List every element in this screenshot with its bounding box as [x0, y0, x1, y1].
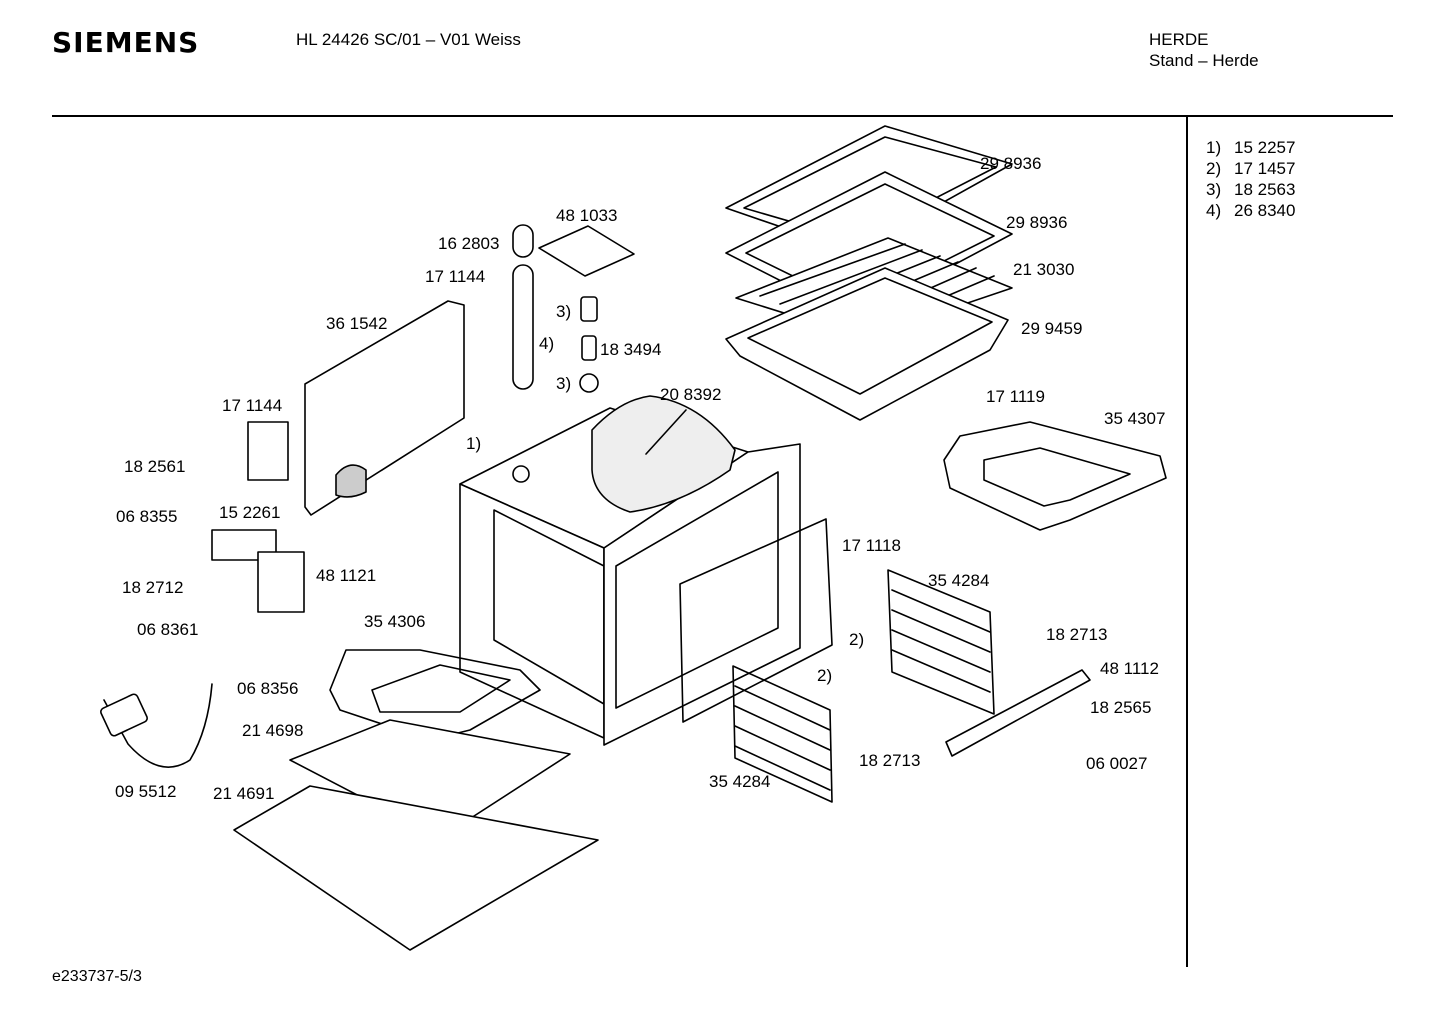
tube-part [512, 224, 534, 390]
part-label: 06 8361 [137, 620, 199, 639]
part-label: 06 8355 [116, 507, 178, 526]
part-ref-label: 2) [849, 630, 865, 649]
brand-logo: SIEMENS [52, 26, 200, 59]
mounting-bracket [257, 551, 305, 613]
part-label: 18 2713 [859, 751, 921, 770]
part-label: 06 0027 [1086, 754, 1148, 773]
legend: 1)15 2257 2)17 1457 3)18 2563 4)26 8340 [1206, 137, 1295, 221]
base-plate [233, 785, 599, 951]
part-label: 18 2561 [124, 457, 186, 476]
part-label: 48 1033 [556, 206, 618, 225]
category-title: HERDE [1149, 30, 1209, 49]
part-label: 17 1118 [842, 536, 901, 555]
part-label: 15 2261 [219, 503, 281, 522]
model-title: HL 24426 SC/01 – V01 Weiss [296, 30, 521, 49]
part-label: 17 1119 [986, 387, 1045, 406]
door-seal [679, 518, 833, 723]
part-label: 18 2712 [122, 578, 184, 597]
part-label: 29 9459 [1021, 319, 1083, 338]
part-label: 29 8936 [1006, 213, 1068, 232]
top-heating-element [943, 421, 1167, 531]
document-id: e233737-5/3 [52, 968, 142, 985]
part-label: 35 4306 [364, 612, 426, 631]
side-rack-left [732, 665, 833, 803]
front-rail [945, 669, 1091, 757]
part-ref-label: 1) [466, 434, 482, 453]
oven-cavity [459, 395, 801, 746]
part-label: 20 8392 [660, 385, 722, 404]
subcategory-title: Stand – Herde [1149, 51, 1259, 70]
part-label: 35 4307 [1104, 409, 1166, 428]
legend-divider [1186, 117, 1188, 967]
plug [100, 693, 148, 737]
power-cord [103, 683, 213, 768]
bottom-heating-element [329, 649, 541, 741]
part-label: 48 1121 [316, 566, 377, 585]
part-label: 29 8936 [980, 154, 1042, 173]
part-label: 18 3494 [600, 340, 662, 359]
part-label: 35 4284 [709, 772, 771, 791]
legend-item: 2)17 1457 [1206, 159, 1296, 178]
part-label: 06 8356 [237, 679, 299, 698]
part-label: 21 3030 [1013, 260, 1075, 279]
legend-item: 3)18 2563 [1206, 180, 1296, 199]
side-rack-right [887, 569, 995, 715]
part-label: 18 2565 [1090, 698, 1152, 717]
part-label: 17 1144 [222, 396, 283, 415]
leader-line [645, 409, 687, 455]
part-ref-label: 4) [539, 334, 555, 353]
part-label: 16 2803 [438, 234, 500, 253]
square-plate [538, 225, 635, 277]
legend-item: 4)26 8340 [1206, 201, 1296, 220]
header-divider [52, 115, 1393, 117]
part-label: 18 2713 [1046, 625, 1108, 644]
deep-baking-tray [725, 267, 1009, 421]
part-ref-label: 2) [817, 666, 833, 685]
part-label: 09 5512 [115, 782, 177, 801]
part-label: 21 4698 [242, 721, 304, 740]
fittings [579, 296, 599, 393]
back-panel [304, 300, 465, 516]
part-ref-label: 3) [556, 374, 572, 393]
part-ref-label: 3) [556, 302, 572, 321]
part-label: 48 1112 [1100, 659, 1159, 678]
part-label: 36 1542 [326, 314, 388, 333]
legend-item: 1)15 2257 [1206, 138, 1296, 157]
part-label: 35 4284 [928, 571, 990, 590]
part-label: 21 4691 [213, 784, 275, 803]
hinge-bracket [247, 421, 289, 481]
part-label: 17 1144 [425, 267, 486, 286]
